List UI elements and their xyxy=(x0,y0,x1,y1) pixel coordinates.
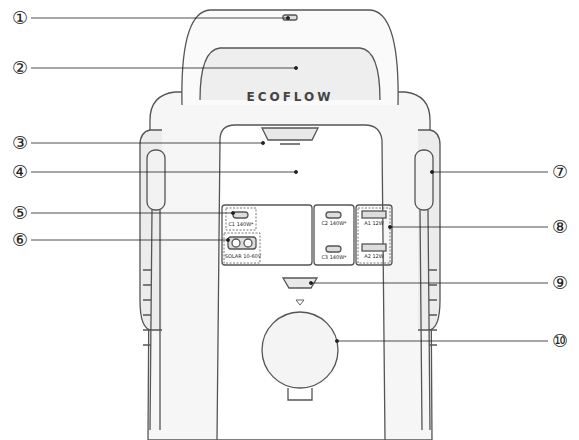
callout-number: ① xyxy=(12,8,28,28)
port-label: C1 140W* xyxy=(228,222,253,228)
callout-number: ⑩ xyxy=(552,331,568,351)
callout-number: ④ xyxy=(12,162,28,182)
port-label: A2 12W xyxy=(364,254,384,260)
port-label: C3 140W* xyxy=(321,255,346,261)
callout-number: ⑤ xyxy=(12,203,28,223)
callout-number: ② xyxy=(12,58,28,78)
callout-number: ⑦ xyxy=(552,162,568,182)
port-label: SOLAR 10-60V xyxy=(225,254,261,260)
callout-number: ⑥ xyxy=(12,230,28,250)
callout-number: ③ xyxy=(12,133,28,153)
port-label: C2 140W* xyxy=(321,221,346,227)
port-label: A1 12W xyxy=(364,221,384,227)
brand-logo: ECOFLOW xyxy=(246,91,333,104)
callout-number: ⑨ xyxy=(552,273,568,293)
callout-number: ⑧ xyxy=(552,217,568,237)
